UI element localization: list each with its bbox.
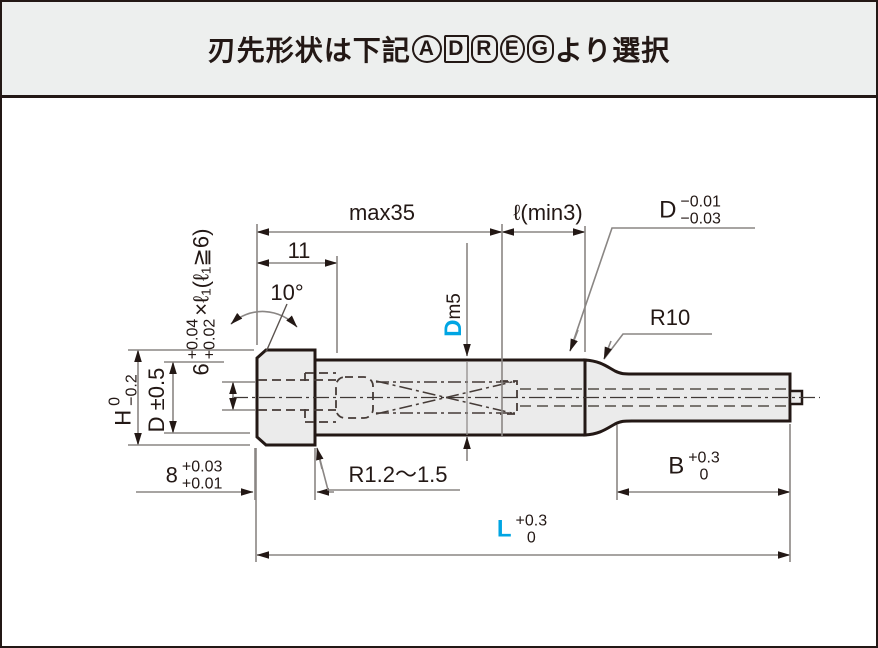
option-d-badge: D (443, 34, 469, 63)
dim-bore-label: 6 +0.04 +0.02 ×ℓ₁(ℓ₁≧6) (184, 228, 219, 376)
dim-d-tolerance-label: D −0.01 −0.03 (659, 193, 721, 228)
option-r-badge: R (470, 34, 498, 63)
dim-height-label: H 0 −0.2 (106, 374, 141, 426)
dim-max-length-label: max35 (348, 200, 416, 225)
dim-tip-length-label: B +0.3 0 (668, 449, 720, 484)
option-g-badge: G (526, 34, 554, 63)
dim-total-length-label: L +0.3 0 (496, 512, 548, 547)
dim-under-fillet-label: R1.2～1.5 (348, 462, 448, 487)
dim-r10-label: R10 (649, 305, 691, 330)
dim-l-min-label: ℓ(min3) (513, 200, 583, 225)
title-prefix: 刃先形状は下記 (207, 34, 411, 66)
dim-head-length-label: 11 (287, 238, 311, 263)
dim-angle-label: 10° (270, 280, 304, 305)
dim-head-thickness-label: 8 +0.03 +0.01 (165, 458, 223, 493)
option-a-badge: A (411, 34, 442, 63)
page-title: 刃先形状は下記 A D R E G より選択 (208, 29, 670, 69)
dimension-lines (128, 224, 791, 562)
option-e-badge: E (499, 34, 525, 63)
dim-head-dia-label: D ±0.5 (144, 367, 169, 433)
dim-shaft-fit-label: D m5 (440, 293, 467, 337)
title-suffix: より選択 (554, 34, 671, 66)
title-bar: 刃先形状は下記 A D R E G より選択 (2, 2, 876, 98)
